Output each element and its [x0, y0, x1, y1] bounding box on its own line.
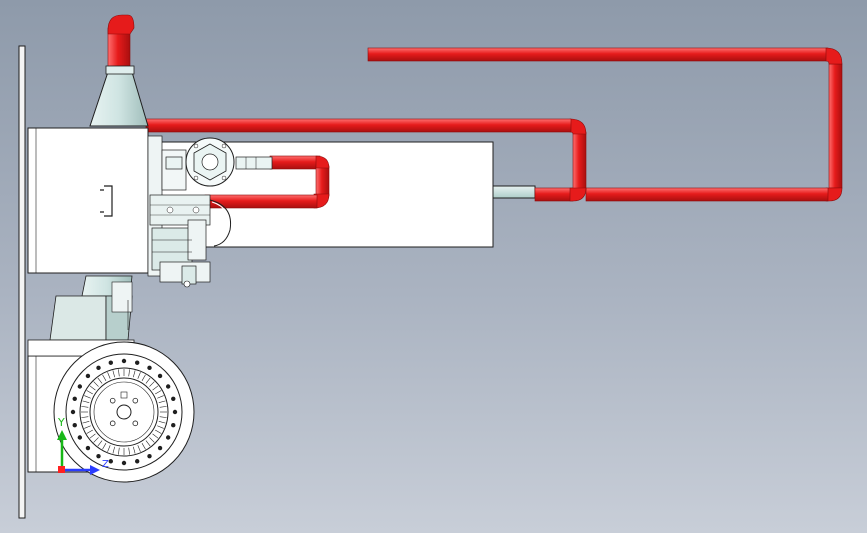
fan-shaft — [116, 404, 132, 420]
fan-blade — [149, 437, 155, 443]
flange-bolt — [85, 445, 91, 451]
fan-hub-ring-inner — [93, 381, 155, 443]
flange-bolt — [157, 373, 163, 379]
burner-housing[interactable] — [27, 127, 149, 274]
flange-bolt — [171, 396, 176, 402]
fan-blade — [149, 381, 155, 387]
housing-latch — [100, 185, 113, 217]
inlet-cone[interactable] — [89, 71, 149, 127]
fan-blade — [112, 370, 115, 378]
inlet-pipe[interactable] — [107, 14, 135, 73]
fan-blade — [141, 443, 146, 450]
flange-bolt — [77, 435, 83, 440]
fan-blade — [145, 440, 151, 447]
fan-blade — [97, 377, 103, 384]
fan-blade — [159, 416, 167, 418]
fan-blade — [84, 395, 91, 399]
fan-blade — [159, 406, 167, 408]
fan-blade — [137, 372, 141, 379]
flange-bolt — [134, 459, 140, 464]
fan-transition[interactable] — [49, 275, 133, 341]
fan-blade — [157, 395, 164, 399]
fan-blade — [158, 421, 166, 424]
fan-blade — [107, 372, 111, 379]
fan-blade — [86, 390, 93, 395]
flange-bolt — [77, 384, 83, 389]
fan-blade — [141, 374, 146, 381]
gas-valve[interactable] — [165, 137, 273, 187]
fan-blade — [155, 390, 162, 395]
fan-blade — [152, 433, 159, 439]
fan-wheel[interactable] — [65, 353, 183, 471]
fan-blade — [93, 437, 99, 443]
fan-blade — [102, 443, 107, 450]
axis-triad — [57, 430, 100, 475]
fan-blade — [157, 425, 164, 429]
fan-blade — [107, 445, 111, 452]
flange-bolt — [172, 409, 178, 415]
flange-bolt — [108, 459, 114, 464]
fan-blade — [133, 446, 136, 454]
axis-y-label: Y — [57, 416, 65, 429]
fan-blade — [89, 385, 96, 391]
fan-blade — [118, 447, 120, 455]
fan-blade — [89, 433, 96, 439]
flange-bolt — [121, 460, 127, 466]
fan-blade — [118, 369, 120, 377]
hub-bolt — [132, 397, 139, 404]
gas-pipe-short-loop[interactable] — [204, 155, 330, 209]
fan-blade — [97, 440, 103, 447]
flange-bolt — [96, 453, 101, 459]
hub-bolt — [109, 420, 116, 427]
flange-bolt — [72, 396, 77, 402]
flange-bolt — [134, 360, 140, 365]
fan-blade — [86, 429, 93, 434]
flange-bolt — [108, 360, 114, 365]
flange-bolt — [165, 435, 171, 440]
fan-blade — [133, 370, 136, 378]
fan-blade — [82, 400, 90, 403]
nozzle[interactable] — [492, 185, 536, 199]
hub-bolt — [109, 397, 116, 404]
fan-blade — [128, 369, 130, 377]
flange-bolt — [157, 445, 163, 451]
valve-train[interactable] — [147, 135, 232, 288]
fan-blade — [128, 447, 130, 455]
flange-bolt — [165, 384, 171, 389]
fan-blade — [81, 416, 89, 418]
fan-blade — [112, 446, 115, 454]
flange-bolt — [147, 453, 152, 459]
flange-bolt — [171, 422, 176, 428]
hub-key — [120, 391, 128, 399]
fan-blade — [145, 377, 151, 384]
fan-blade — [137, 445, 141, 452]
fan-blade — [93, 381, 99, 387]
flange-bolt — [72, 422, 77, 428]
hub-bolt — [132, 420, 139, 427]
fan-blade — [102, 374, 107, 381]
axis-z-label: Z — [102, 459, 109, 470]
fan-blade — [81, 406, 89, 408]
fan-blade — [152, 385, 159, 391]
flange-bolt — [121, 358, 127, 364]
flange-bolt — [85, 373, 91, 379]
fan-blade — [158, 400, 166, 403]
flange-bolt — [70, 409, 76, 415]
fan-blade — [84, 425, 91, 429]
gas-pipe-loop[interactable] — [145, 47, 843, 202]
mounting-plate[interactable] — [18, 45, 26, 519]
fan-blade — [155, 429, 162, 434]
fan-blade — [82, 421, 90, 424]
flange-bolt — [147, 365, 152, 371]
flange-bolt — [96, 365, 101, 371]
